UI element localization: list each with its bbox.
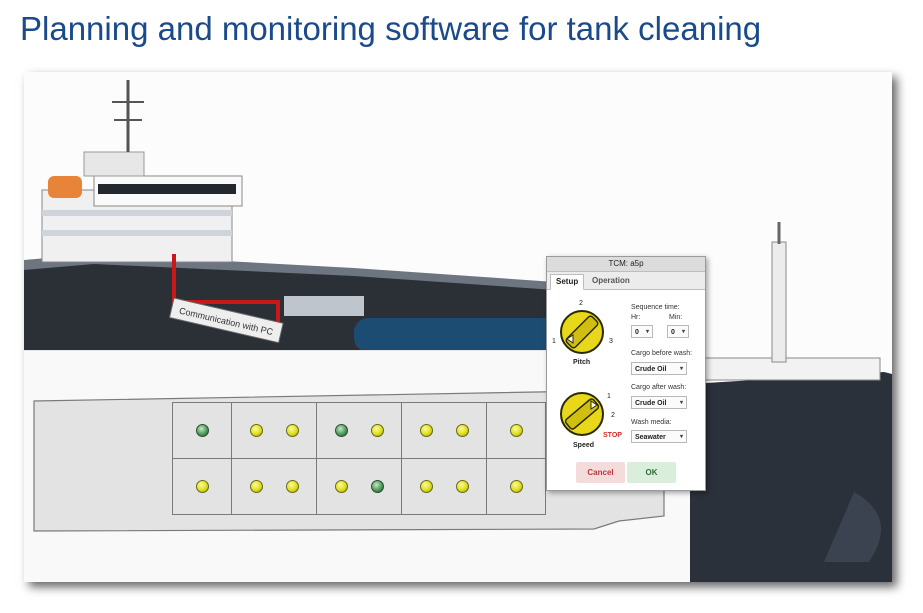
status-lamp-yellow <box>249 480 263 493</box>
status-lamp-yellow <box>509 424 523 437</box>
tank-cell[interactable] <box>231 458 317 515</box>
dialog-title: TCM: a5p <box>547 257 705 272</box>
chevron-down-icon: ▾ <box>681 329 685 335</box>
tank-cell[interactable] <box>401 458 487 515</box>
status-lamp-yellow <box>370 424 384 437</box>
status-lamp-yellow <box>455 424 469 437</box>
cargo-after-select[interactable]: Crude Oil ▾ <box>631 396 687 409</box>
status-lamp-yellow <box>195 480 209 493</box>
speed-label: Speed <box>573 442 595 449</box>
chevron-down-icon: ▾ <box>645 329 649 335</box>
funnel <box>83 151 145 177</box>
lifeboat <box>48 176 82 198</box>
status-lamp-yellow <box>455 480 469 493</box>
sequence-time-label: Sequence time: <box>631 304 680 311</box>
speed-stop-mark: STOP <box>603 432 622 439</box>
hr-select[interactable]: 0 ▾ <box>631 325 653 338</box>
tank-cell[interactable] <box>316 458 402 515</box>
tank-cell[interactable] <box>172 402 232 459</box>
red-cable <box>172 254 176 304</box>
status-lamp-green <box>195 424 209 437</box>
tank-cell[interactable] <box>231 402 317 459</box>
tank-grid <box>172 402 546 515</box>
status-lamp-yellow <box>509 480 523 493</box>
pitch-label: Pitch <box>573 359 591 366</box>
deck-tanks <box>354 318 586 352</box>
cargo-before-label: Cargo before wash: <box>631 350 693 357</box>
status-lamp-yellow <box>285 480 299 493</box>
status-lamp-yellow <box>249 424 263 437</box>
status-lamp-yellow <box>419 480 433 493</box>
speed-knob[interactable] <box>559 391 605 437</box>
tank-cell[interactable] <box>486 402 546 459</box>
cargo-before-value: Crude Oil <box>635 366 667 373</box>
ok-button[interactable]: OK <box>627 462 676 483</box>
tank-cell[interactable] <box>486 458 546 515</box>
ship-deck <box>24 254 584 292</box>
status-lamp-green <box>334 424 348 437</box>
bow-mast <box>771 241 787 363</box>
tanker-ship-illustration: Communication with PC <box>24 80 892 582</box>
cargo-after-value: Crude Oil <box>635 400 667 407</box>
pitch-knob[interactable] <box>559 309 605 355</box>
min-select-value: 0 <box>671 329 675 336</box>
status-lamp-green <box>370 480 384 493</box>
chevron-down-icon: ▾ <box>679 434 683 440</box>
status-lamp-yellow <box>419 424 433 437</box>
chevron-down-icon: ▾ <box>679 400 683 406</box>
wash-media-value: Seawater <box>635 434 666 441</box>
status-lamp-yellow <box>285 424 299 437</box>
cancel-button[interactable]: Cancel <box>576 462 625 483</box>
min-select[interactable]: 0 ▾ <box>667 325 689 338</box>
cargo-before-select[interactable]: Crude Oil ▾ <box>631 362 687 375</box>
pitch-mark-3: 3 <box>609 338 613 345</box>
speed-mark-1: 1 <box>607 393 611 400</box>
hr-label: Hr: <box>631 314 641 321</box>
wash-media-select[interactable]: Seawater ▾ <box>631 430 687 443</box>
pitch-mark-2: 2 <box>579 300 583 307</box>
wash-media-label: Wash media: <box>631 419 672 426</box>
tank-cell[interactable] <box>172 458 232 515</box>
cargo-after-label: Cargo after wash: <box>631 384 687 391</box>
tcm-dialog: TCM: a5p Setup Operation 2 1 3 Pitch 1 2… <box>546 256 706 491</box>
page-title: Planning and monitoring software for tan… <box>20 10 762 47</box>
dialog-tabs: Setup Operation <box>547 272 705 290</box>
status-lamp-yellow <box>334 480 348 493</box>
min-label: Min: <box>669 314 683 321</box>
tank-cell[interactable] <box>401 402 487 459</box>
pitch-mark-1: 1 <box>552 338 556 345</box>
speed-mark-2: 2 <box>611 412 615 419</box>
illustration-frame: Communication with PC TCM: a5p Setup Ope… <box>24 72 892 582</box>
tab-setup[interactable]: Setup <box>550 274 585 290</box>
chevron-down-icon: ▾ <box>679 366 683 372</box>
tab-operation[interactable]: Operation <box>592 276 630 285</box>
tank-cell[interactable] <box>316 402 402 459</box>
hr-select-value: 0 <box>635 329 639 336</box>
